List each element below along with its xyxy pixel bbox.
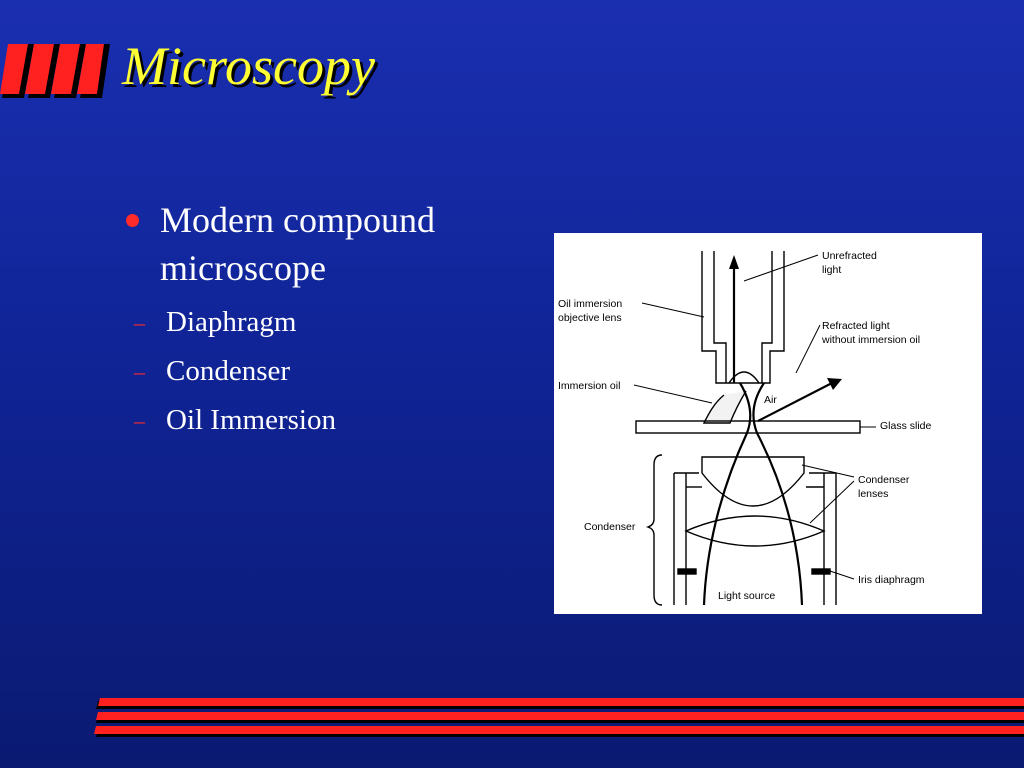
- label-immersion-oil: Immersion oil: [558, 380, 620, 392]
- bullet-dot-icon: [126, 214, 139, 227]
- label-refracted-2: without immersion oil: [821, 334, 920, 346]
- sub-bullet-list: –Diaphragm –Condenser –Oil Immersion: [122, 298, 542, 445]
- label-unrefracted: Unrefracted: [822, 250, 877, 262]
- sub-item-condenser: –Condenser: [122, 347, 542, 396]
- label-light-source: Light source: [718, 590, 775, 602]
- bullet-list: Modern compound microscope –Diaphragm –C…: [122, 196, 542, 445]
- label-condenser-lenses-2: lenses: [858, 488, 888, 500]
- dash-icon: –: [134, 310, 145, 335]
- logo-bars-icon: [0, 44, 110, 98]
- label-condenser-lenses: Condenser: [858, 474, 910, 486]
- label-refracted: Refracted light: [822, 320, 890, 332]
- label-condenser: Condenser: [584, 521, 636, 533]
- dash-icon: –: [134, 359, 145, 384]
- sub-item-oil-immersion: –Oil Immersion: [122, 396, 542, 445]
- microscope-diagram-svg: Unrefracted light Oil immersion objectiv…: [558, 250, 932, 606]
- dash-icon: –: [134, 408, 145, 433]
- label-air: Air: [764, 394, 777, 406]
- label-objective-2: objective lens: [558, 312, 622, 324]
- bullet-item: Modern compound microscope: [122, 196, 542, 292]
- label-unrefracted-2: light: [822, 264, 841, 276]
- label-iris-diaphragm: Iris diaphragm: [858, 574, 925, 586]
- bottom-stripes-icon: [94, 698, 1024, 737]
- label-objective: Oil immersion: [558, 298, 622, 310]
- microscope-diagram: Unrefracted light Oil immersion objectiv…: [554, 233, 982, 614]
- sub-item-diaphragm: –Diaphragm: [122, 298, 542, 347]
- label-glass-slide: Glass slide: [880, 420, 932, 432]
- slide-title: Microscopy: [122, 36, 375, 96]
- bullet-text: Modern compound microscope: [160, 200, 435, 288]
